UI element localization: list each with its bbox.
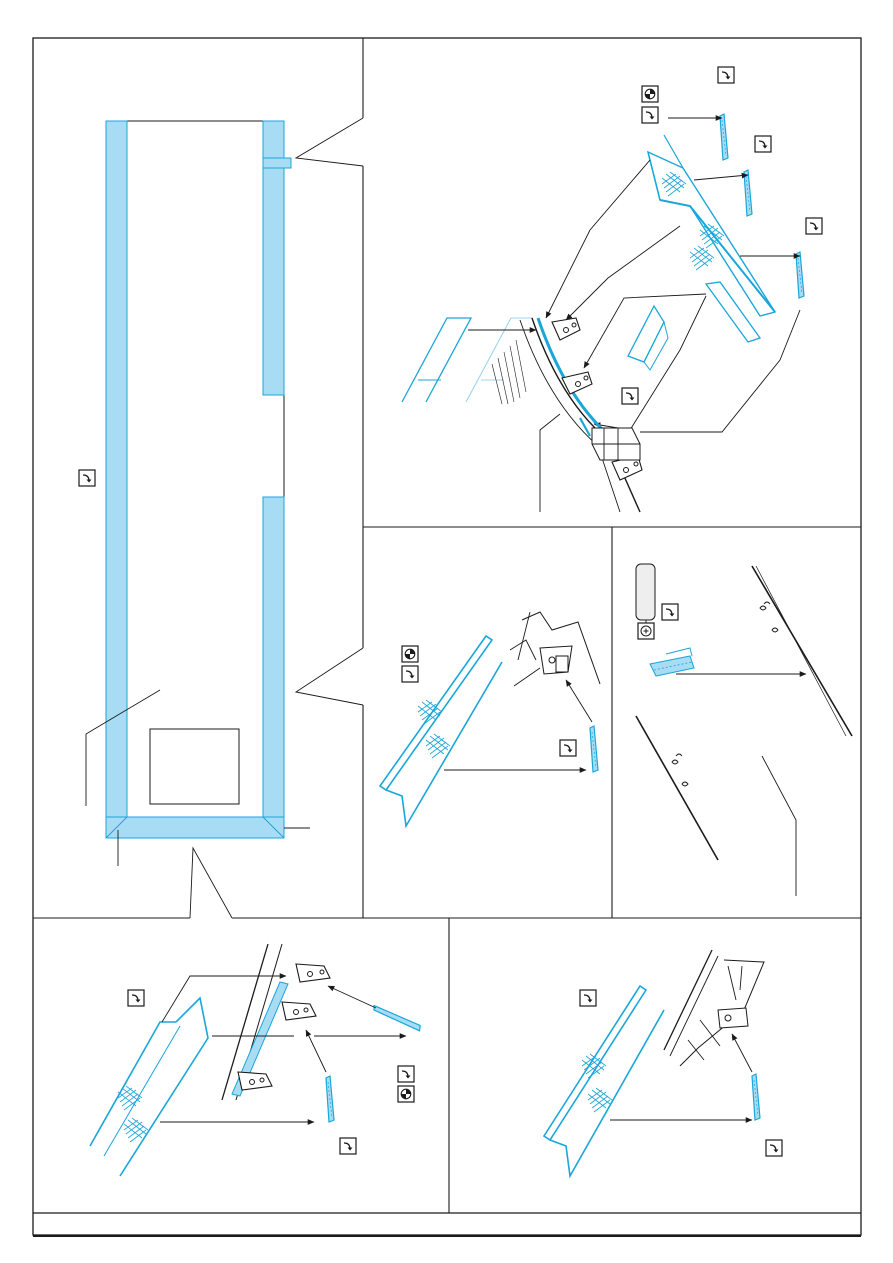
bend-arrow-icon bbox=[580, 990, 596, 1006]
bend-arrow-icon bbox=[642, 107, 658, 123]
bend-arrow-icon bbox=[755, 136, 771, 152]
pe-rod bbox=[590, 726, 598, 772]
middle-left-panel bbox=[380, 612, 600, 826]
page-frame bbox=[33, 38, 861, 1236]
hinge-bracket bbox=[282, 1002, 316, 1020]
rivet-detail bbox=[672, 602, 778, 786]
fuselage-detail bbox=[510, 612, 600, 686]
bend-arrow-icon bbox=[340, 1138, 356, 1154]
bend-arrow-icon bbox=[662, 604, 678, 620]
left-overview-panel bbox=[79, 118, 363, 918]
pe-ladder-part bbox=[650, 648, 694, 676]
pe-rod bbox=[326, 1076, 334, 1122]
pe-angle-strip bbox=[648, 135, 775, 316]
bend-arrow-icon bbox=[718, 67, 734, 83]
hinge-bracket bbox=[552, 318, 580, 340]
bottom-left-panel bbox=[90, 944, 422, 1176]
pe-angle-strip bbox=[380, 636, 502, 826]
bend-arrow-icon bbox=[398, 1066, 414, 1082]
top-right-panel bbox=[402, 67, 822, 512]
bend-arrow-icon bbox=[766, 1140, 782, 1156]
gear-box bbox=[592, 428, 640, 460]
bottom-right-panel bbox=[544, 950, 782, 1176]
fuselage-detail bbox=[664, 950, 764, 1066]
bend-arrow-icon bbox=[402, 666, 418, 682]
bend-arrow-icon bbox=[806, 218, 822, 234]
pe-rod bbox=[752, 1074, 760, 1120]
pe-rod bbox=[372, 1002, 422, 1033]
pe-angle-strip bbox=[90, 998, 208, 1176]
bend-arrow-icon bbox=[128, 990, 144, 1006]
remove-part-icon bbox=[636, 564, 655, 620]
glue-drop-icon bbox=[402, 646, 418, 662]
pe-left-rail bbox=[106, 121, 127, 838]
fuselage-edge bbox=[492, 318, 640, 512]
pe-flat-strip bbox=[706, 282, 760, 342]
pe-outline-ghost bbox=[402, 318, 471, 402]
remove-part-icon bbox=[638, 623, 654, 639]
hatch-opening bbox=[150, 729, 239, 804]
hinge-bracket bbox=[296, 964, 330, 982]
pe-rod bbox=[720, 114, 728, 160]
bend-arrow-icon bbox=[622, 388, 638, 404]
glue-drop-icon bbox=[398, 1086, 414, 1102]
pe-tab bbox=[263, 158, 291, 168]
pe-bottom-rail bbox=[106, 817, 284, 838]
pe-rod bbox=[744, 170, 752, 216]
pe-small-angle bbox=[628, 306, 664, 362]
bend-arrow-icon bbox=[79, 470, 95, 486]
pe-right-rail-lower bbox=[263, 497, 284, 838]
hinge-bracket bbox=[238, 1072, 272, 1090]
bend-arrow-icon bbox=[560, 740, 576, 756]
middle-right-panel bbox=[636, 564, 852, 896]
pe-angle-strip bbox=[544, 986, 664, 1176]
glue-drop-icon bbox=[642, 86, 658, 102]
pe-rod bbox=[796, 252, 804, 298]
